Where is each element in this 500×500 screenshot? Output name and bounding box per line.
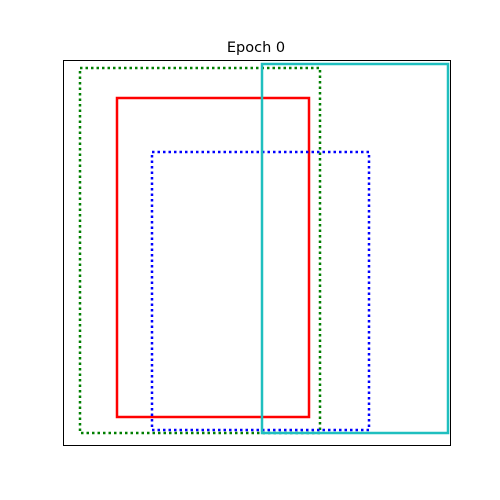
cyan-solid-box (260, 62, 450, 435)
blue-dotted-box (150, 150, 371, 432)
red-solid-box (115, 96, 311, 419)
axes-frame (63, 60, 451, 446)
plot-title: Epoch 0 (227, 40, 285, 56)
